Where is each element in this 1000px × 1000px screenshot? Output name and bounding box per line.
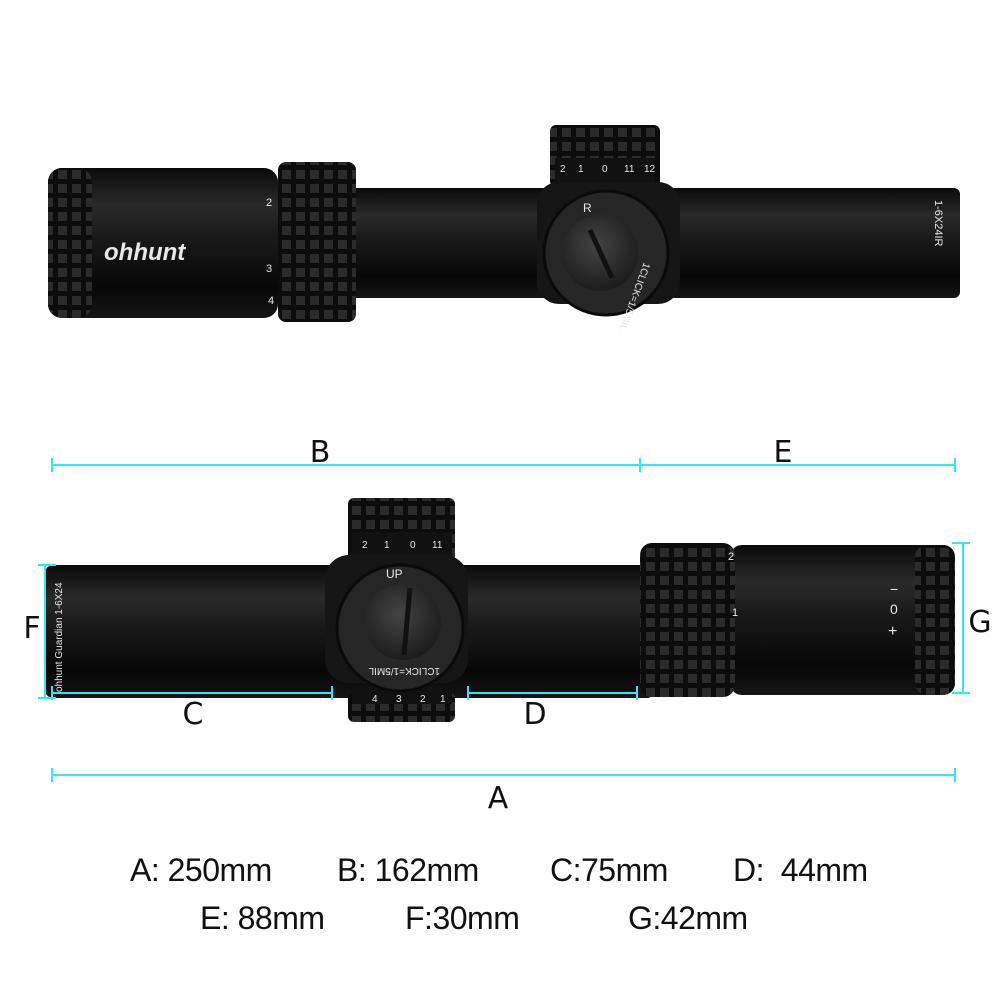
dim-line-g <box>952 542 970 694</box>
dial-cap <box>365 584 441 660</box>
dim-line-f <box>38 564 56 699</box>
turret-number: 11 <box>624 164 635 175</box>
dim-line-e <box>639 458 956 472</box>
windage-dial-letter: R <box>583 201 592 215</box>
spec-c: C:75mm <box>550 852 668 888</box>
illum-number: 2 <box>420 694 426 705</box>
elevation-dial-letter: UP <box>386 567 403 581</box>
diopter-mark: 0 <box>890 601 898 617</box>
dim-label-a: A <box>488 781 509 816</box>
illum-number: 1 <box>440 694 446 705</box>
dim-label-d: D <box>523 697 546 732</box>
dim-label-f: F <box>23 611 40 646</box>
model-label: 1-6X24IR <box>932 200 944 247</box>
click-value-label: 1CLICK=1/5MIL <box>368 665 440 676</box>
magnification-ring <box>278 162 356 322</box>
turret-number: 11 <box>432 540 443 551</box>
diopter-mark: + <box>888 623 897 640</box>
scope-top-view: ohhunt 2 3 4 1-6X24IR 2 1 0 11 12 R 1CLI… <box>48 125 960 332</box>
brand-label: ohhunt <box>104 239 186 266</box>
turret-number: 1 <box>578 164 584 175</box>
power-mark: 3 <box>266 263 272 275</box>
dimension-labels: B E C D A F G <box>23 435 991 816</box>
turret-number: 1 <box>384 540 390 551</box>
dim-line-d <box>467 686 638 700</box>
dimension-lines <box>38 458 970 782</box>
eyepiece-knurl <box>48 168 92 318</box>
eyepiece-knurl <box>915 545 955 695</box>
power-mark: 4 <box>268 295 274 307</box>
turret-number: 12 <box>644 164 656 175</box>
illum-number: 3 <box>396 694 402 705</box>
spec-e: E: 88mm <box>200 900 325 936</box>
turret-number: 2 <box>560 164 566 175</box>
power-mark: 2 <box>266 197 272 209</box>
eyepiece-bell <box>730 545 955 695</box>
dim-line-a <box>51 768 956 782</box>
dim-label-e: E <box>774 435 793 470</box>
power-mark: 2 <box>728 551 734 563</box>
dial-slot <box>587 228 615 280</box>
spec-b: B: 162mm <box>337 852 479 888</box>
spec-g: G:42mm <box>628 900 748 936</box>
turret-scale <box>555 158 655 186</box>
side-label: ohhunt Guardian 1-6X24 <box>54 582 65 692</box>
turret-number: 0 <box>602 164 608 175</box>
scope-side-view: ohhunt Guardian 1-6X24 2 1 + 0 − 2 1 0 1… <box>45 498 955 722</box>
dim-label-c: C <box>183 697 204 732</box>
diopter-mark: − <box>890 581 898 597</box>
power-mark: 1 <box>732 607 738 619</box>
eyepiece-bell <box>48 168 278 318</box>
dim-label-g: G <box>968 605 991 640</box>
turret-number: 2 <box>362 540 368 551</box>
dim-line-b <box>51 458 640 472</box>
illum-number: 4 <box>372 694 378 705</box>
spec-d: D: 44mm <box>733 852 868 888</box>
dial-slot <box>401 587 413 656</box>
spec-f: F:30mm <box>405 900 520 936</box>
turret-number: 0 <box>410 540 416 551</box>
dim-label-b: B <box>310 435 331 470</box>
spec-a: A: 250mm <box>130 852 272 888</box>
magnification-ring <box>640 543 735 697</box>
illum-scale <box>352 692 452 704</box>
